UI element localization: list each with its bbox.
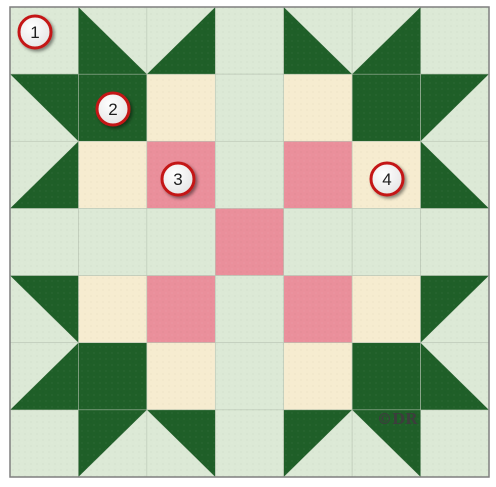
fabric-texture [10, 7, 489, 477]
badge-label-2: 2 [108, 100, 117, 119]
watermark: ©DR [377, 410, 418, 428]
badge-label-4: 4 [382, 170, 391, 189]
watermark-text: ©DR [377, 410, 418, 428]
badge-4: 4 [371, 163, 403, 195]
badge-label-3: 3 [173, 170, 182, 189]
badge-1: 1 [19, 16, 51, 48]
badge-2: 2 [97, 93, 129, 125]
badge-3: 3 [162, 163, 194, 195]
badge-label-1: 1 [30, 23, 39, 42]
